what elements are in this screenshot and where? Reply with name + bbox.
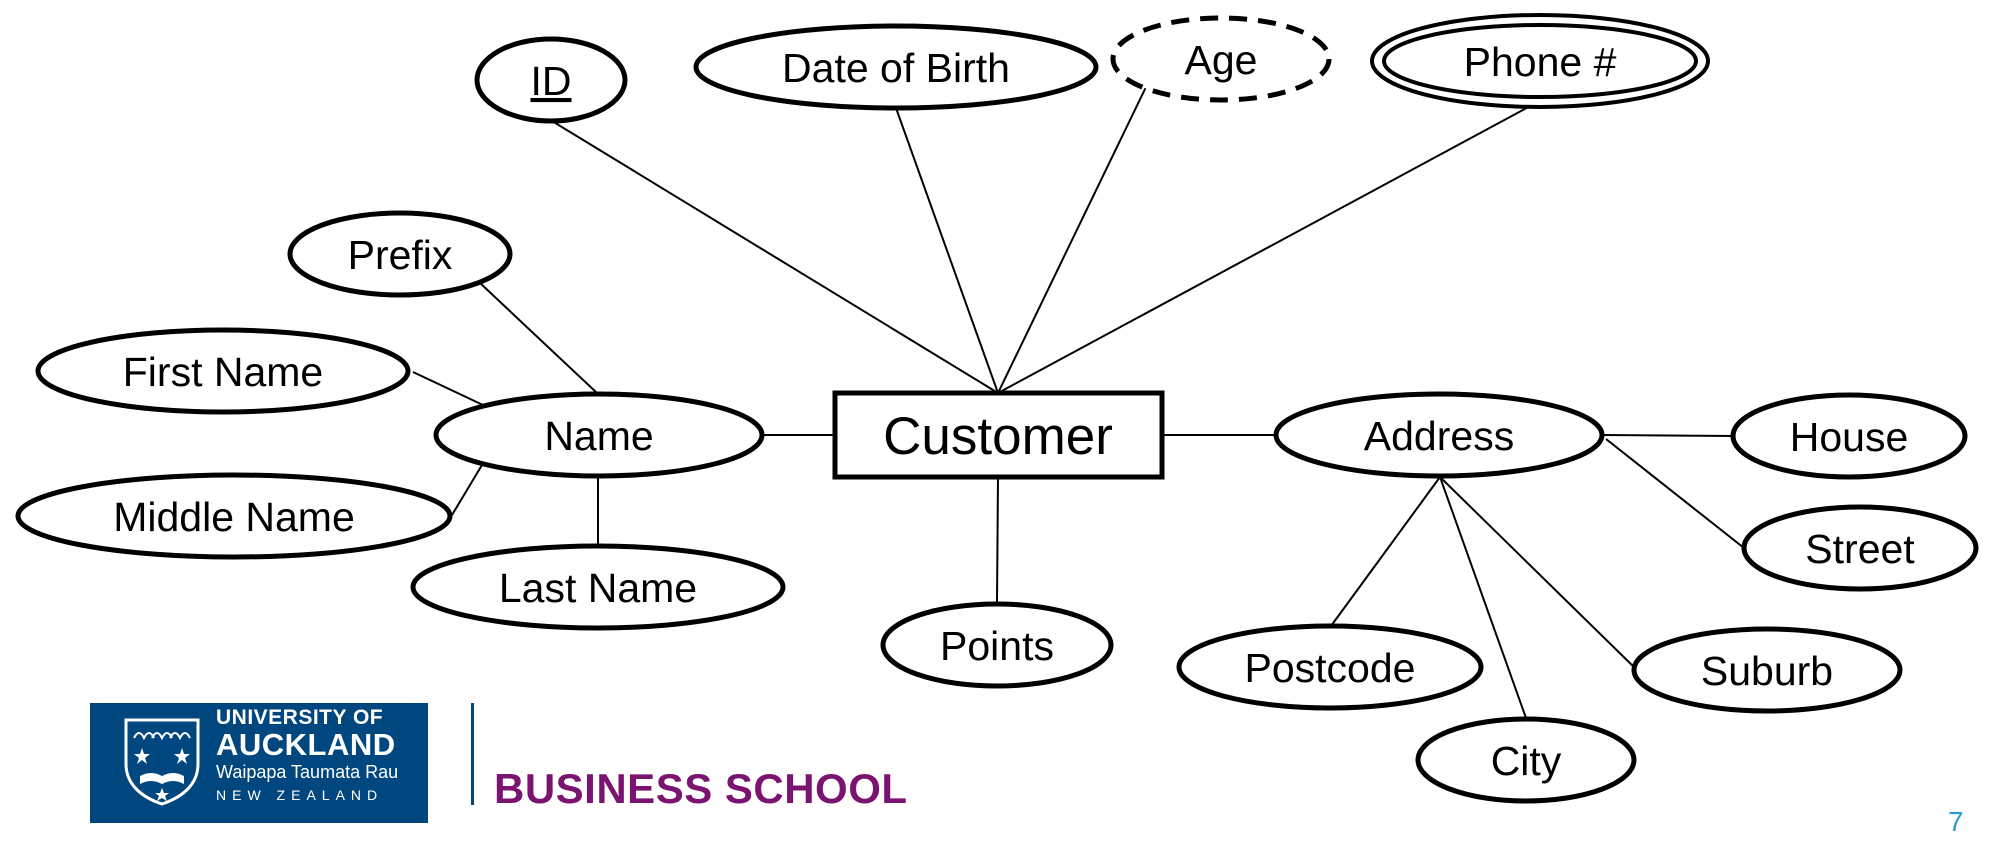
attr-points-shape <box>880 601 1114 689</box>
attr-postcode-shape <box>1176 623 1484 711</box>
logo-line-2: AUCKLAND <box>216 727 396 762</box>
attr-suburb: Suburb <box>1631 626 1903 714</box>
line-name-first-name <box>412 371 484 406</box>
line-address-suburb <box>1439 476 1638 671</box>
attr-age-shape <box>1110 15 1332 103</box>
attr-postcode: Postcode <box>1176 623 1484 711</box>
attr-name: Name <box>433 391 765 479</box>
attr-street: Street <box>1741 504 1979 592</box>
line-customer-phone <box>997 103 1535 394</box>
attr-prefix-shape <box>287 210 513 298</box>
attr-name-shape <box>433 391 765 479</box>
line-customer-id <box>551 120 999 394</box>
line-address-city <box>1439 476 1527 719</box>
attr-suburb-shape <box>1631 626 1903 714</box>
attr-dob-label: Date of Birth <box>782 45 1010 91</box>
attr-suburb-label: Suburb <box>1701 648 1833 694</box>
page-number: 7 <box>1948 806 1964 837</box>
attr-middle-name-label: Middle Name <box>113 494 355 540</box>
line-address-postcode <box>1330 476 1441 627</box>
attr-points-label: Points <box>940 623 1054 669</box>
attr-first-name-label: First Name <box>123 349 323 395</box>
attr-phone: Phone # <box>1370 13 1710 109</box>
attr-prefix: Prefix <box>287 210 513 298</box>
attr-dob-shape <box>693 23 1099 111</box>
attr-address: Address <box>1273 391 1605 479</box>
attr-postcode-label: Postcode <box>1245 645 1416 691</box>
attr-middle-name-shape <box>15 472 453 560</box>
attr-age-label: Age <box>1185 37 1258 83</box>
line-address-street <box>1605 438 1745 549</box>
line-name-middle-name <box>451 464 483 516</box>
relationship-lines <box>412 86 1745 719</box>
attr-house-shape <box>1730 392 1968 480</box>
logo-line-4: NEW ZEALAND <box>216 787 384 803</box>
attr-address-shape <box>1273 391 1605 479</box>
logo-line-1: UNIVERSITY OF <box>216 706 384 729</box>
attr-house-label: House <box>1790 414 1909 460</box>
attr-points: Points <box>880 601 1114 689</box>
attr-city: City <box>1415 716 1637 804</box>
business-school-title: BUSINESS SCHOOL <box>494 765 908 812</box>
line-name-prefix <box>479 282 598 394</box>
attr-id-label: ID <box>531 58 572 104</box>
attr-phone-outer <box>1370 13 1710 109</box>
attr-middle-name: Middle Name <box>15 472 453 560</box>
attr-age: Age <box>1110 15 1332 103</box>
attr-city-shape <box>1415 716 1637 804</box>
attr-street-label: Street <box>1805 526 1915 572</box>
attr-last-name: Last Name <box>410 543 786 631</box>
line-address-house <box>1602 434 1734 437</box>
logo-line-3: Waipapa Taumata Rau <box>216 762 399 782</box>
line-customer-points <box>996 476 999 603</box>
attr-id: ID <box>474 36 628 124</box>
attr-prefix-label: Prefix <box>348 232 453 278</box>
attr-last-name-shape <box>410 543 786 631</box>
logo-text: UNIVERSITY OF AUCKLAND Waipapa Taumata R… <box>216 707 398 802</box>
attr-house: House <box>1730 392 1968 480</box>
attr-name-label: Name <box>544 413 653 459</box>
attr-first-name-shape <box>35 327 411 415</box>
entity-box <box>832 390 1165 480</box>
attr-city-label: City <box>1491 738 1562 784</box>
attr-first-name: First Name <box>35 327 411 415</box>
line-customer-dob <box>895 107 999 394</box>
attr-phone-label: Phone # <box>1464 39 1617 85</box>
line-customer-age <box>997 86 1147 394</box>
attr-phone-inner <box>1382 23 1698 99</box>
attr-address-label: Address <box>1364 413 1514 459</box>
entity-label: Customer <box>883 407 1113 466</box>
logo-divider <box>471 703 474 805</box>
crest-icon <box>124 718 200 806</box>
attr-street-shape <box>1741 504 1979 592</box>
attr-id-shape <box>474 36 628 124</box>
attr-date-of-birth: Date of Birth <box>693 23 1099 111</box>
attr-last-name-label: Last Name <box>499 565 697 611</box>
